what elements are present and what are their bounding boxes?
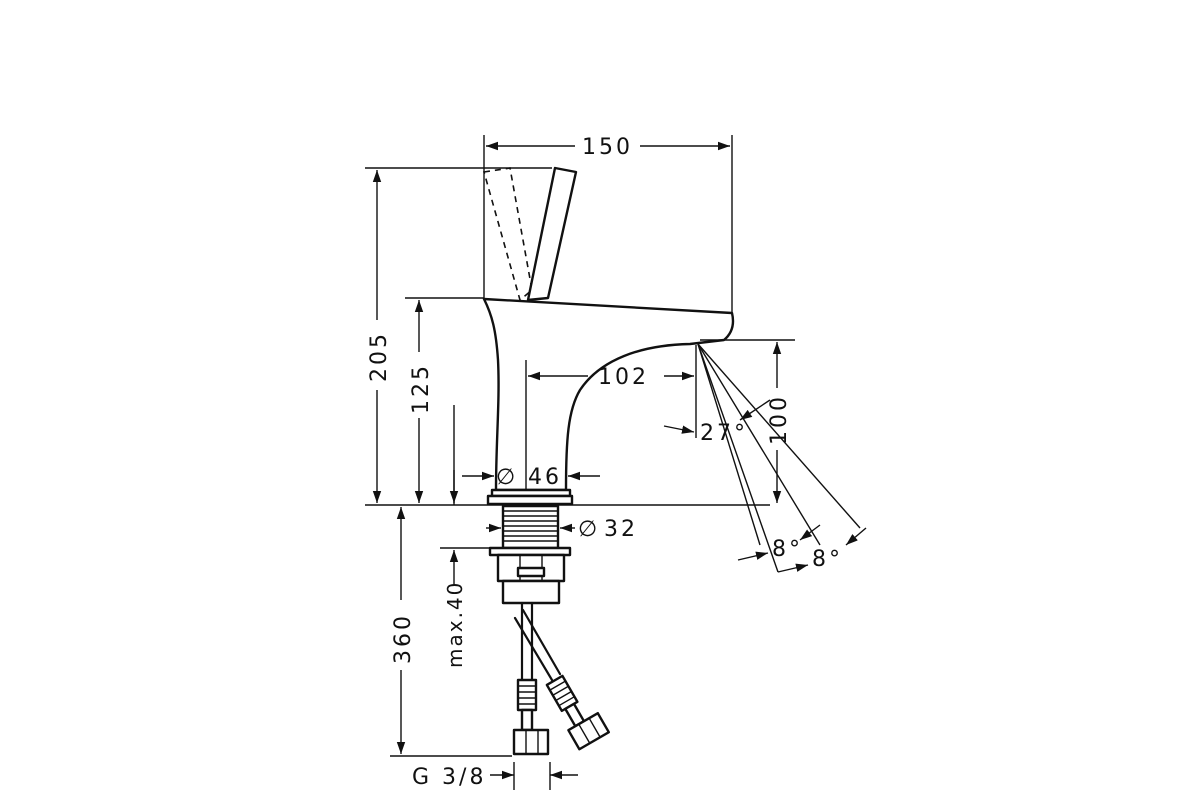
label-diameter-46: 46 <box>528 465 562 490</box>
label-tilt-8-left: 8° <box>772 537 803 562</box>
label-hose-length-360: 360 <box>391 613 416 664</box>
hose-right-a <box>513 616 554 682</box>
label-flow-height-100: 100 <box>767 394 792 445</box>
mounting-assembly <box>488 504 611 756</box>
lower-sleeve <box>501 579 561 605</box>
label-height-205: 205 <box>367 331 392 382</box>
water-jet-lines <box>697 343 861 573</box>
label-spray-angle-27: 27° <box>700 421 748 446</box>
label-width-150: 150 <box>582 135 633 160</box>
label-tilt-8-right: 8° <box>812 547 843 572</box>
label-diameter-32: 32 <box>604 517 638 542</box>
diameter-symbol-32: ∅ <box>578 517 600 542</box>
shank-threads <box>503 510 558 542</box>
extension-lines <box>365 135 795 757</box>
faucet-body <box>482 166 735 506</box>
hose-connector-left <box>512 678 550 756</box>
label-reach-102: 102 <box>598 365 649 390</box>
label-max-40: max.40 <box>443 581 467 668</box>
lever-handle <box>526 166 578 302</box>
hose-right-b <box>521 608 562 676</box>
nut-bolt <box>516 566 546 578</box>
diameter-symbol-46: ∅ <box>496 465 518 490</box>
label-spout-height-125: 125 <box>409 363 434 414</box>
base-ring <box>486 494 574 506</box>
label-thread-g38: G 3/8 <box>412 765 486 790</box>
lever-alt-position <box>482 167 533 302</box>
hose-connector-right <box>545 674 611 751</box>
